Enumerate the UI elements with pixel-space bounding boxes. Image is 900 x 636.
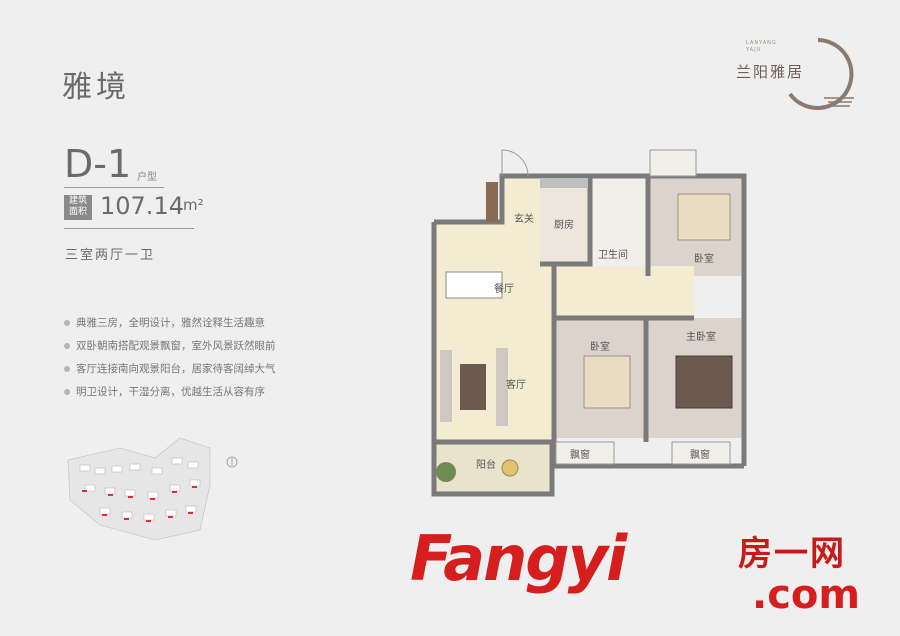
feature-item: 明卫设计，干湿分离，优越生活从容有序 — [64, 384, 265, 399]
feature-item: 客厅连接南向观景阳台，居家待客阔绰大气 — [64, 361, 276, 376]
room-label-entrance: 玄关 — [514, 212, 534, 225]
page-title: 雅境 — [62, 70, 130, 105]
brand-en-line2: YAJU — [746, 47, 762, 53]
unit-type-code: D-1 — [64, 142, 132, 186]
watermark-brand: Fangyi — [410, 522, 627, 595]
bullet-icon — [64, 320, 70, 326]
compass-icon — [226, 456, 238, 468]
room-label-kitchen: 厨房 — [554, 218, 574, 231]
room-label-living: 客厅 — [506, 378, 526, 391]
floor-plan-image: 玄关 厨房 卫生间 餐厅 客厅 卧室 卧室 主卧室 阳台 飘窗 飘窗 — [431, 149, 747, 497]
area-value: 107.14 — [100, 192, 184, 220]
feature-item: 典雅三房，全明设计，雅然诠释生活趣意 — [64, 315, 265, 330]
area-unit: m² — [183, 196, 204, 214]
room-label-bedroom-s: 卧室 — [590, 340, 610, 353]
bullet-icon — [64, 366, 70, 372]
watermark-cn: 房一网 — [738, 534, 846, 574]
room-label-bay-window: 飘窗 — [570, 448, 590, 461]
area-tag: 建筑 面积 — [64, 195, 92, 220]
bullet-icon — [64, 343, 70, 349]
room-label-master: 主卧室 — [686, 330, 716, 343]
brand-name: 兰阳雅居 — [736, 63, 805, 81]
room-label-bathroom: 卫生间 — [598, 248, 628, 261]
feature-item: 双卧朝南搭配观景飘窗，室外风景跃然眼前 — [64, 338, 276, 353]
unit-type-suffix: 户型 — [137, 172, 157, 183]
room-label-bedroom-ne: 卧室 — [694, 252, 714, 265]
site-map-image — [67, 437, 238, 541]
divider — [64, 228, 194, 229]
bullet-icon — [64, 389, 70, 395]
watermark-domain: .com — [752, 572, 861, 618]
brand-logo-icon — [788, 38, 854, 110]
room-label-balcony: 阳台 — [476, 458, 496, 471]
layout-description: 三室两厅一卫 — [65, 248, 156, 263]
divider — [64, 187, 164, 188]
room-label-bay-window: 飘窗 — [690, 448, 710, 461]
room-label-dining: 餐厅 — [494, 282, 514, 295]
brand-en-line1: LANYANG — [746, 40, 777, 46]
